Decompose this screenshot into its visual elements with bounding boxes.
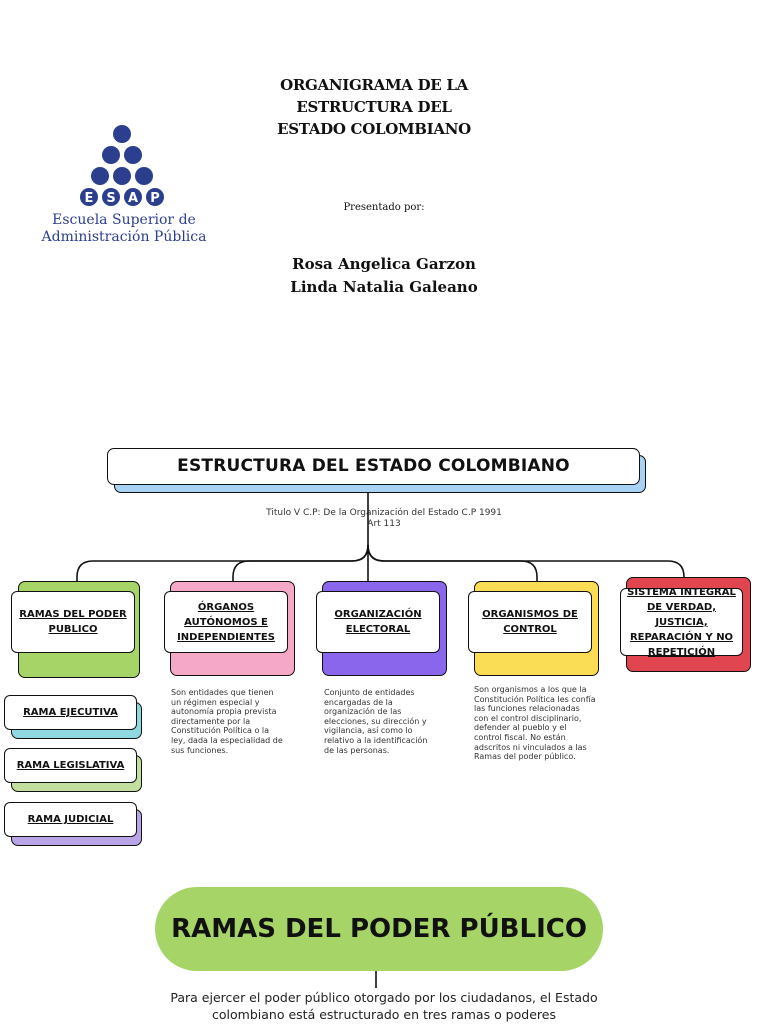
ramas-section-text: Para ejercer el poder público otorgado p… <box>110 989 658 1023</box>
svg-text:P: P <box>150 191 160 206</box>
node-sistema-integral: SISTEMA INTEGRAL DE VERDAD, JUSTICIA, RE… <box>620 587 743 658</box>
svg-text:A: A <box>128 191 138 206</box>
description-electoral: Conjunto de entidades encargadas de la o… <box>324 688 428 755</box>
logo-name-line-1: Escuela Superior de <box>52 212 196 228</box>
chart-subtitle: Titulo V C.P: De la Organización del Est… <box>200 508 568 530</box>
document-title: ORGANIGRAMA DE LA ESTRUCTURA DEL ESTADO … <box>234 74 514 140</box>
svg-text:S: S <box>106 191 115 206</box>
branch-rama-ejecutiva: RAMA EJECUTIVA <box>4 695 137 730</box>
section-text-line-2: colombiano está estructurado en tres ram… <box>212 1007 556 1022</box>
node-organismos-control: ORGANISMOS DE CONTROL <box>468 591 592 653</box>
subtitle-line-2: Art 113 <box>367 519 401 529</box>
node-organizacion-electoral: ORGANIZACIÓN ELECTORAL <box>316 591 440 653</box>
author-1: Rosa Angelica Garzon <box>292 255 476 273</box>
subtitle-line-1: Titulo V C.P: De la Organización del Est… <box>266 508 502 518</box>
author-2: Linda Natalia Galeano <box>290 278 478 296</box>
logo-name-line-2: Administración Pública <box>41 229 207 245</box>
title-line-3: ESTADO COLOMBIANO <box>277 120 471 138</box>
title-line-2: ESTRUCTURA DEL <box>296 98 452 116</box>
presented-by-label: Presentado por: <box>343 202 425 213</box>
description-organos: Son entidades que tienen un régimen espe… <box>171 688 283 755</box>
ramas-section-title: RAMAS DEL PODER PÚBLICO <box>155 887 603 971</box>
branch-rama-judicial: RAMA JUDICIAL <box>4 802 137 837</box>
title-line-1: ORGANIGRAMA DE LA <box>280 76 468 94</box>
main-title-box: ESTRUCTURA DEL ESTADO COLOMBIANO <box>107 448 640 485</box>
svg-text:E: E <box>85 191 94 206</box>
node-ramas-del-poder: RAMAS DEL PODER PUBLICO <box>11 591 135 653</box>
esap-logo: E S A P <box>80 125 164 206</box>
logo-institution-name: Escuela Superior de Administración Públi… <box>30 212 218 246</box>
node-organos-autonomos: ÓRGANOS AUTÓNOMOS E INDEPENDIENTES <box>164 591 288 653</box>
authors: Rosa Angelica Garzon Linda Natalia Galea… <box>234 253 534 299</box>
branch-rama-legislativa: RAMA LEGISLATIVA <box>4 748 137 783</box>
description-control: Son organismos a los que la Constitución… <box>474 685 596 762</box>
section-text-line-1: Para ejercer el poder público otorgado p… <box>170 990 598 1005</box>
